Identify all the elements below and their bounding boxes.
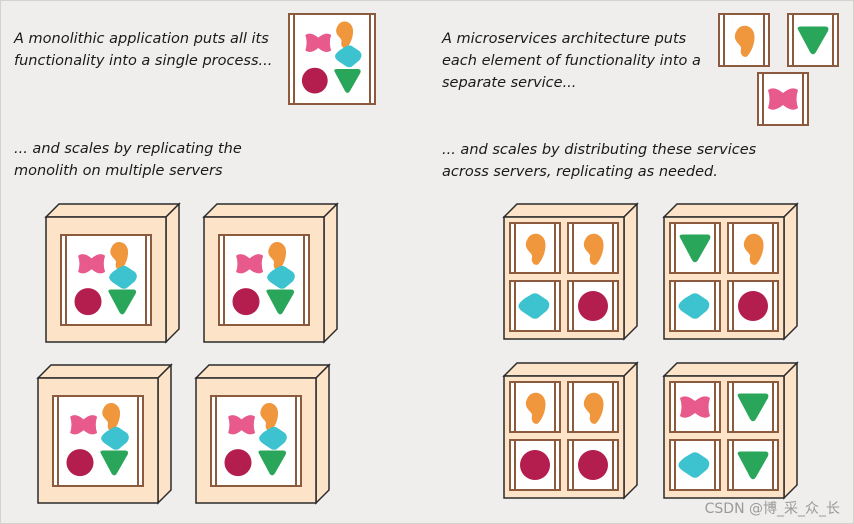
micro-intro-line-2: each element of functionality into a xyxy=(442,53,701,69)
monolith-scale-line-2: monolith on multiple servers xyxy=(14,163,223,179)
crimson-circle-icon xyxy=(66,449,94,477)
service-instance-box xyxy=(509,222,561,274)
watermark: CSDN @博_采_众_长 xyxy=(704,501,840,517)
service-instance-box xyxy=(567,280,619,332)
monolith-intro-line-2: functionality into a single process... xyxy=(14,53,273,69)
pink-bowtie-icon xyxy=(228,415,256,435)
cyan-diamond-icon xyxy=(101,426,129,450)
cyan-diamond-icon xyxy=(267,265,295,289)
monolith-replica-box xyxy=(218,234,310,326)
micro-intro-line-3: separate service... xyxy=(442,75,577,91)
service-instance-box xyxy=(669,280,721,332)
green-triangle-icon xyxy=(258,450,287,476)
micro-scale-line-1: ... and scales by distributing these ser… xyxy=(442,142,757,158)
monolith-replica-box xyxy=(210,395,302,487)
green-triangle-icon xyxy=(737,393,769,422)
orange-blob-icon xyxy=(583,233,604,265)
monolith-replica-box xyxy=(52,395,144,487)
monolith-app-box xyxy=(288,13,376,105)
orange-blob-icon xyxy=(268,241,287,270)
cyan-diamond-icon xyxy=(335,45,362,68)
service-instance-box xyxy=(727,222,779,274)
monolith-server xyxy=(36,363,173,505)
crimson-circle-icon xyxy=(232,288,260,316)
orange-blob-icon xyxy=(102,402,121,431)
service-instance-box xyxy=(669,222,721,274)
pink-bowtie-icon xyxy=(78,254,106,274)
microservice-box xyxy=(718,13,770,67)
microservice-server xyxy=(662,361,799,500)
green-triangle-icon xyxy=(108,289,137,315)
micro-scale-caption: ... and scales by distributing these ser… xyxy=(442,139,756,183)
service-instance-box xyxy=(509,439,561,491)
pink-bowtie-icon xyxy=(305,33,332,52)
green-triangle-icon xyxy=(334,68,361,93)
microservice-box xyxy=(787,13,839,67)
service-instance-box xyxy=(727,439,779,491)
microservice-server xyxy=(662,202,799,341)
pink-bowtie-icon xyxy=(768,88,798,110)
pink-bowtie-icon xyxy=(70,415,98,435)
orange-blob-icon xyxy=(336,21,354,49)
orange-blob-icon xyxy=(734,25,755,57)
microservice-server xyxy=(502,361,639,500)
pink-bowtie-icon xyxy=(680,396,710,418)
monolith-server xyxy=(194,363,331,505)
service-instance-box xyxy=(567,439,619,491)
monolith-server xyxy=(44,202,181,344)
cyan-diamond-icon xyxy=(259,426,287,450)
crimson-circle-icon xyxy=(520,450,550,480)
orange-blob-icon xyxy=(525,233,546,265)
monolith-replica-box xyxy=(60,234,152,326)
crimson-circle-icon xyxy=(224,449,252,477)
orange-blob-icon xyxy=(260,402,279,431)
cyan-diamond-icon xyxy=(678,452,710,478)
green-triangle-icon xyxy=(679,234,711,263)
green-triangle-icon xyxy=(737,451,769,480)
crimson-circle-icon xyxy=(738,291,768,321)
green-triangle-icon xyxy=(100,450,129,476)
crimson-circle-icon xyxy=(74,288,102,316)
micro-scale-line-2: across servers, replicating as needed. xyxy=(442,164,718,180)
crimson-circle-icon xyxy=(578,291,608,321)
cyan-diamond-icon xyxy=(109,265,137,289)
crimson-circle-icon xyxy=(301,67,328,94)
microservice-server xyxy=(502,202,639,341)
orange-blob-icon xyxy=(743,233,764,265)
crimson-circle-icon xyxy=(578,450,608,480)
microservice-box xyxy=(757,72,809,126)
green-triangle-icon xyxy=(797,26,829,55)
service-instance-box xyxy=(567,222,619,274)
orange-blob-icon xyxy=(110,241,129,270)
monolith-scale-line-1: ... and scales by replicating the xyxy=(14,141,242,157)
monolith-scale-caption: ... and scales by replicating the monoli… xyxy=(14,138,242,182)
orange-blob-icon xyxy=(525,392,546,424)
service-instance-box xyxy=(727,280,779,332)
cyan-diamond-icon xyxy=(518,293,550,319)
orange-blob-icon xyxy=(583,392,604,424)
green-triangle-icon xyxy=(266,289,295,315)
service-instance-box xyxy=(669,381,721,433)
monolith-intro-caption: A monolithic application puts all its fu… xyxy=(14,28,272,72)
monolith-intro-line-1: A monolithic application puts all its xyxy=(14,31,269,47)
pink-bowtie-icon xyxy=(236,254,264,274)
service-instance-box xyxy=(509,381,561,433)
micro-intro-line-1: A microservices architecture puts xyxy=(442,31,687,47)
service-instance-box xyxy=(727,381,779,433)
cyan-diamond-icon xyxy=(678,293,710,319)
service-instance-box xyxy=(567,381,619,433)
monolith-server xyxy=(202,202,339,344)
service-instance-box xyxy=(669,439,721,491)
service-instance-box xyxy=(509,280,561,332)
micro-intro-caption: A microservices architecture puts each e… xyxy=(442,28,701,94)
